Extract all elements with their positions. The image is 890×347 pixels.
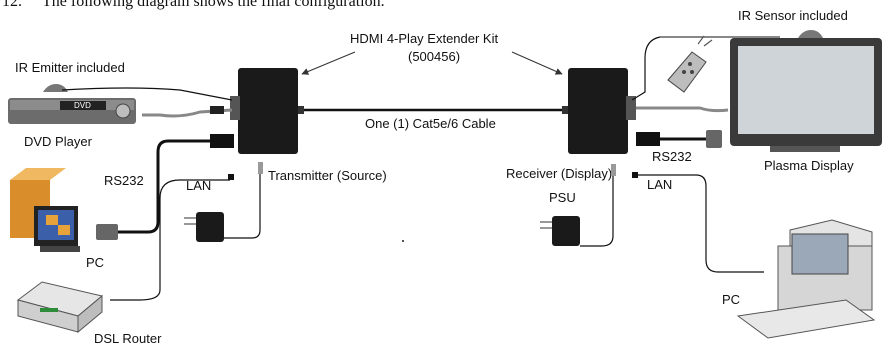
plasma-display-device	[730, 38, 882, 152]
pc-left-device	[10, 168, 118, 252]
dvd-player-device: DVD	[8, 98, 136, 124]
step-number: 12.	[2, 0, 22, 10]
psu-cable-rx	[580, 176, 614, 247]
cable-label: One (1) Cat5e/6 Cable	[365, 116, 496, 131]
psu-label: PSU	[549, 190, 576, 205]
rs232-right-label: RS232	[652, 149, 692, 164]
dsl-router-label: DSL Router	[94, 331, 162, 346]
lan-cable-left	[110, 179, 230, 301]
hdmi-cable-display	[636, 106, 729, 113]
plasma-display-label: Plasma Display	[764, 158, 854, 173]
power-plug-tx	[258, 162, 263, 174]
arrow-to-receiver	[511, 51, 563, 75]
lan-right-label: LAN	[647, 177, 672, 192]
dvd-face-label: DVD	[74, 101, 91, 110]
remote-control-icon	[667, 35, 713, 93]
rs232-connector-tx	[210, 134, 234, 148]
dvd-player-label: DVD Player	[24, 134, 93, 149]
lan-port-right	[632, 172, 638, 178]
kit-model: (500456)	[408, 49, 460, 64]
kit-title: HDMI 4-Play Extender Kit	[350, 31, 498, 46]
pc-right-label: PC	[722, 292, 740, 307]
rs232-connector-rx	[636, 132, 660, 146]
psu-adapter-rx	[540, 216, 580, 246]
power-plug-rx	[611, 164, 616, 176]
psu-cable-tx	[224, 174, 261, 239]
transmitter-unit	[230, 68, 304, 154]
pc-right-device	[736, 219, 876, 339]
lan-left-label: LAN	[186, 178, 211, 193]
stray-mark	[402, 240, 404, 242]
receiver-label: Receiver (Display)	[506, 166, 612, 181]
arrow-to-transmitter	[301, 51, 356, 75]
step-text: The following diagram shows the final co…	[42, 0, 385, 10]
ir-sensor-label: IR Sensor included	[738, 8, 848, 23]
pc-left-label: PC	[86, 255, 104, 270]
ir-emitter-device	[43, 84, 233, 101]
rs232-left-label: RS232	[104, 173, 144, 188]
lan-cable-right	[638, 174, 764, 273]
hdmi-cable-source	[142, 108, 233, 118]
rs232-cable-left	[118, 139, 210, 234]
psu-adapter-tx	[184, 212, 224, 242]
ir-emitter-label: IR Emitter included	[15, 60, 125, 75]
receiver-unit	[562, 68, 636, 154]
rs232-connector-display	[706, 130, 722, 148]
lan-port-left	[228, 174, 234, 180]
transmitter-label: Transmitter (Source)	[268, 168, 387, 183]
ir-sensor-device	[631, 30, 823, 101]
dsl-router-device	[16, 281, 104, 334]
